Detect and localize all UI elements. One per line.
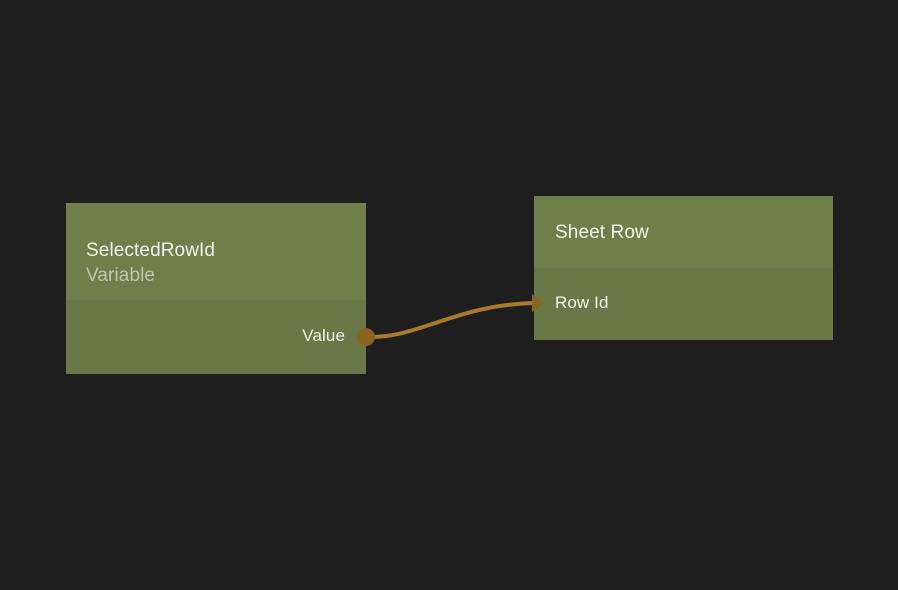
output-port-value-label: Value [302,326,345,345]
node-variable[interactable]: SelectedRowId Variable Value [66,203,375,374]
connection-wire-value-to-rowid[interactable] [366,301,536,340]
node-variable-body: Value [66,300,366,374]
input-port-row-id-label: Row Id [555,293,609,312]
input-port-row-id[interactable]: Row Id [555,292,609,314]
node-variable-title: SelectedRowId [86,239,216,261]
node-sheet-row-header[interactable]: Sheet Row [534,196,833,268]
node-sheet-row-title: Sheet Row [555,221,649,243]
node-sheet-row[interactable]: Sheet Row Row Id [532,196,833,340]
output-port-value[interactable]: Value [302,325,345,347]
node-sheet-row-body: Row Id [534,268,833,340]
node-variable-header[interactable]: SelectedRowId Variable [66,203,366,300]
port-arrow-icon[interactable] [532,294,545,312]
node-variable-subtitle: Variable [86,264,156,286]
port-dot-icon[interactable] [357,328,375,346]
